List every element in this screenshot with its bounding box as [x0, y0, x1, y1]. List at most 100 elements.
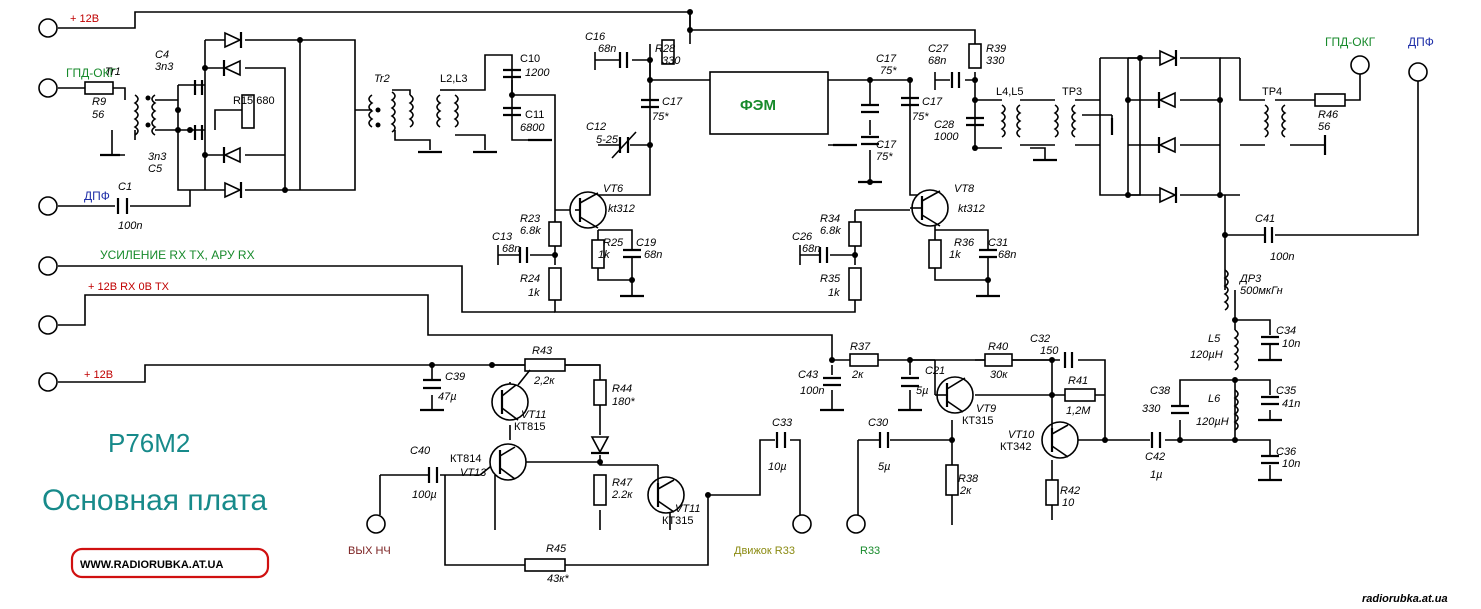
capacitor-c32 [1063, 352, 1074, 368]
resistor-r9 [84, 81, 114, 95]
label-c27-value: 68n [928, 55, 946, 67]
component-labels: Tr1 R9 56 C4 3n3 R15 680 3n3 C5 C1 100n … [92, 31, 1339, 585]
label-r9: R9 [92, 96, 106, 108]
resistor-r35 [848, 267, 862, 301]
label-r38: R38 [958, 473, 979, 485]
label-c41-value: 100n [1270, 251, 1294, 263]
resistor-r36 [928, 239, 942, 269]
label-c40: C40 [410, 445, 431, 457]
resistor-r44 [593, 379, 607, 406]
capacitor-c40 [427, 467, 439, 483]
diode-left-1 [224, 31, 243, 49]
resistor-r40 [984, 353, 1013, 367]
label-r41-value: 1,2М [1066, 405, 1091, 417]
label-c32: C32 [1030, 333, 1050, 345]
label-l5-value: 120µH [1190, 349, 1223, 361]
label-r24: R24 [520, 273, 540, 285]
label-c36-value: 10n [1282, 458, 1300, 470]
label-c40-value: 100µ [412, 489, 437, 501]
inductor-l5 [1233, 329, 1239, 371]
label-c17c-value: 75* [876, 151, 893, 163]
resistor-r46 [1314, 93, 1346, 107]
label-c28-value: 1000 [934, 131, 959, 143]
label-c33: C33 [772, 417, 793, 429]
resistor-r34 [848, 221, 862, 247]
label-r15: R15 680 [233, 95, 275, 107]
label-r47: R47 [612, 477, 633, 489]
transistor-vt6 [569, 191, 607, 229]
label-c21-value: 5µ [916, 385, 928, 397]
grounds [100, 118, 1327, 482]
label-c19-value: 68n [644, 249, 662, 261]
terminal-dpf-left [38, 196, 58, 216]
label-r47-value: 2.2к [611, 489, 633, 501]
board-subtitle: Основная плата [42, 484, 268, 517]
label-tp4: TP4 [1262, 86, 1282, 98]
label-r39-value: 330 [986, 55, 1005, 67]
board-title: Р76М2 [108, 428, 190, 458]
terminal-audio-out [366, 514, 386, 534]
label-c10: C10 [520, 53, 540, 65]
label-kt814: КТ814 [450, 453, 481, 465]
label-r35: R35 [820, 273, 841, 285]
label-r25: R25 [603, 237, 624, 249]
diode-right-3 [1157, 136, 1176, 154]
diode-right-1 [1159, 49, 1178, 67]
terminal-plus12v-bottom [38, 372, 58, 392]
label-c17a-value: 75* [652, 111, 669, 123]
resistor-r23 [548, 221, 562, 247]
label-r37: R37 [850, 341, 871, 353]
label-r37-value: 2к [851, 369, 864, 381]
label-c16-value: 68n [598, 43, 616, 55]
label-c13: C13 [492, 231, 513, 243]
label-r34-value: 6.8k [820, 225, 841, 237]
label-r35-value: 1k [828, 287, 840, 299]
label-c42: C42 [1145, 451, 1165, 463]
label-r25-value: 1k [598, 249, 610, 261]
label-vt10-type: КТ342 [1000, 441, 1031, 453]
diodes [222, 31, 1178, 455]
label-r45: R45 [546, 543, 567, 555]
capacitor-c10 [503, 68, 521, 79]
resistor-r38 [945, 464, 959, 496]
terminal-r33-wiper [792, 514, 812, 534]
label-c26: C26 [792, 231, 813, 243]
label-c17c: C17 [876, 139, 897, 151]
label-tr1: Tr1 [105, 66, 121, 78]
label-r34: R34 [820, 213, 840, 225]
diode-right-2 [1157, 91, 1176, 109]
label-r33: R33 [860, 545, 880, 557]
label-c30-value: 5µ [878, 461, 890, 473]
label-dr3-value: 500мкГн [1240, 285, 1283, 297]
label-r42-value: 10 [1062, 497, 1075, 509]
label-c38-value: 330 [1142, 403, 1161, 415]
transistors [489, 189, 1079, 514]
label-r9-value: 56 [92, 109, 105, 121]
transistor-vt13-kt814 [489, 443, 527, 481]
capacitor-c28 [966, 116, 984, 127]
label-gain: УСИЛЕНИЕ RX TX, АРУ RX [100, 248, 255, 262]
label-r44-value: 180* [612, 396, 635, 408]
fem-filter-box [709, 71, 829, 135]
transformer-l4l5-tp3 [1000, 99, 1113, 146]
label-c31: C31 [988, 237, 1008, 249]
capacitors [116, 52, 1279, 483]
capacitor-c13 [497, 245, 529, 265]
label-c12: C12 [586, 121, 606, 133]
capacitor-c41 [1263, 227, 1274, 243]
capacitor-c4 [193, 80, 204, 95]
label-c16: C16 [585, 31, 606, 43]
label-c35-value: 41n [1282, 398, 1300, 410]
label-vt11a: VT11 [521, 409, 546, 421]
label-r45-value: 43к* [547, 573, 569, 585]
label-c1: C1 [118, 181, 132, 193]
label-l4l5: L4,L5 [996, 86, 1024, 98]
capacitor-c26 [799, 245, 829, 265]
label-c4-value: 3n3 [155, 61, 174, 73]
label-gpd-okg-left: ГПД-ОКГ [66, 66, 117, 80]
capacitor-c16 [594, 52, 629, 70]
label-vt9: VT9 [976, 403, 996, 415]
transformer-tr2 [368, 89, 459, 133]
resistor-r37 [849, 353, 879, 367]
